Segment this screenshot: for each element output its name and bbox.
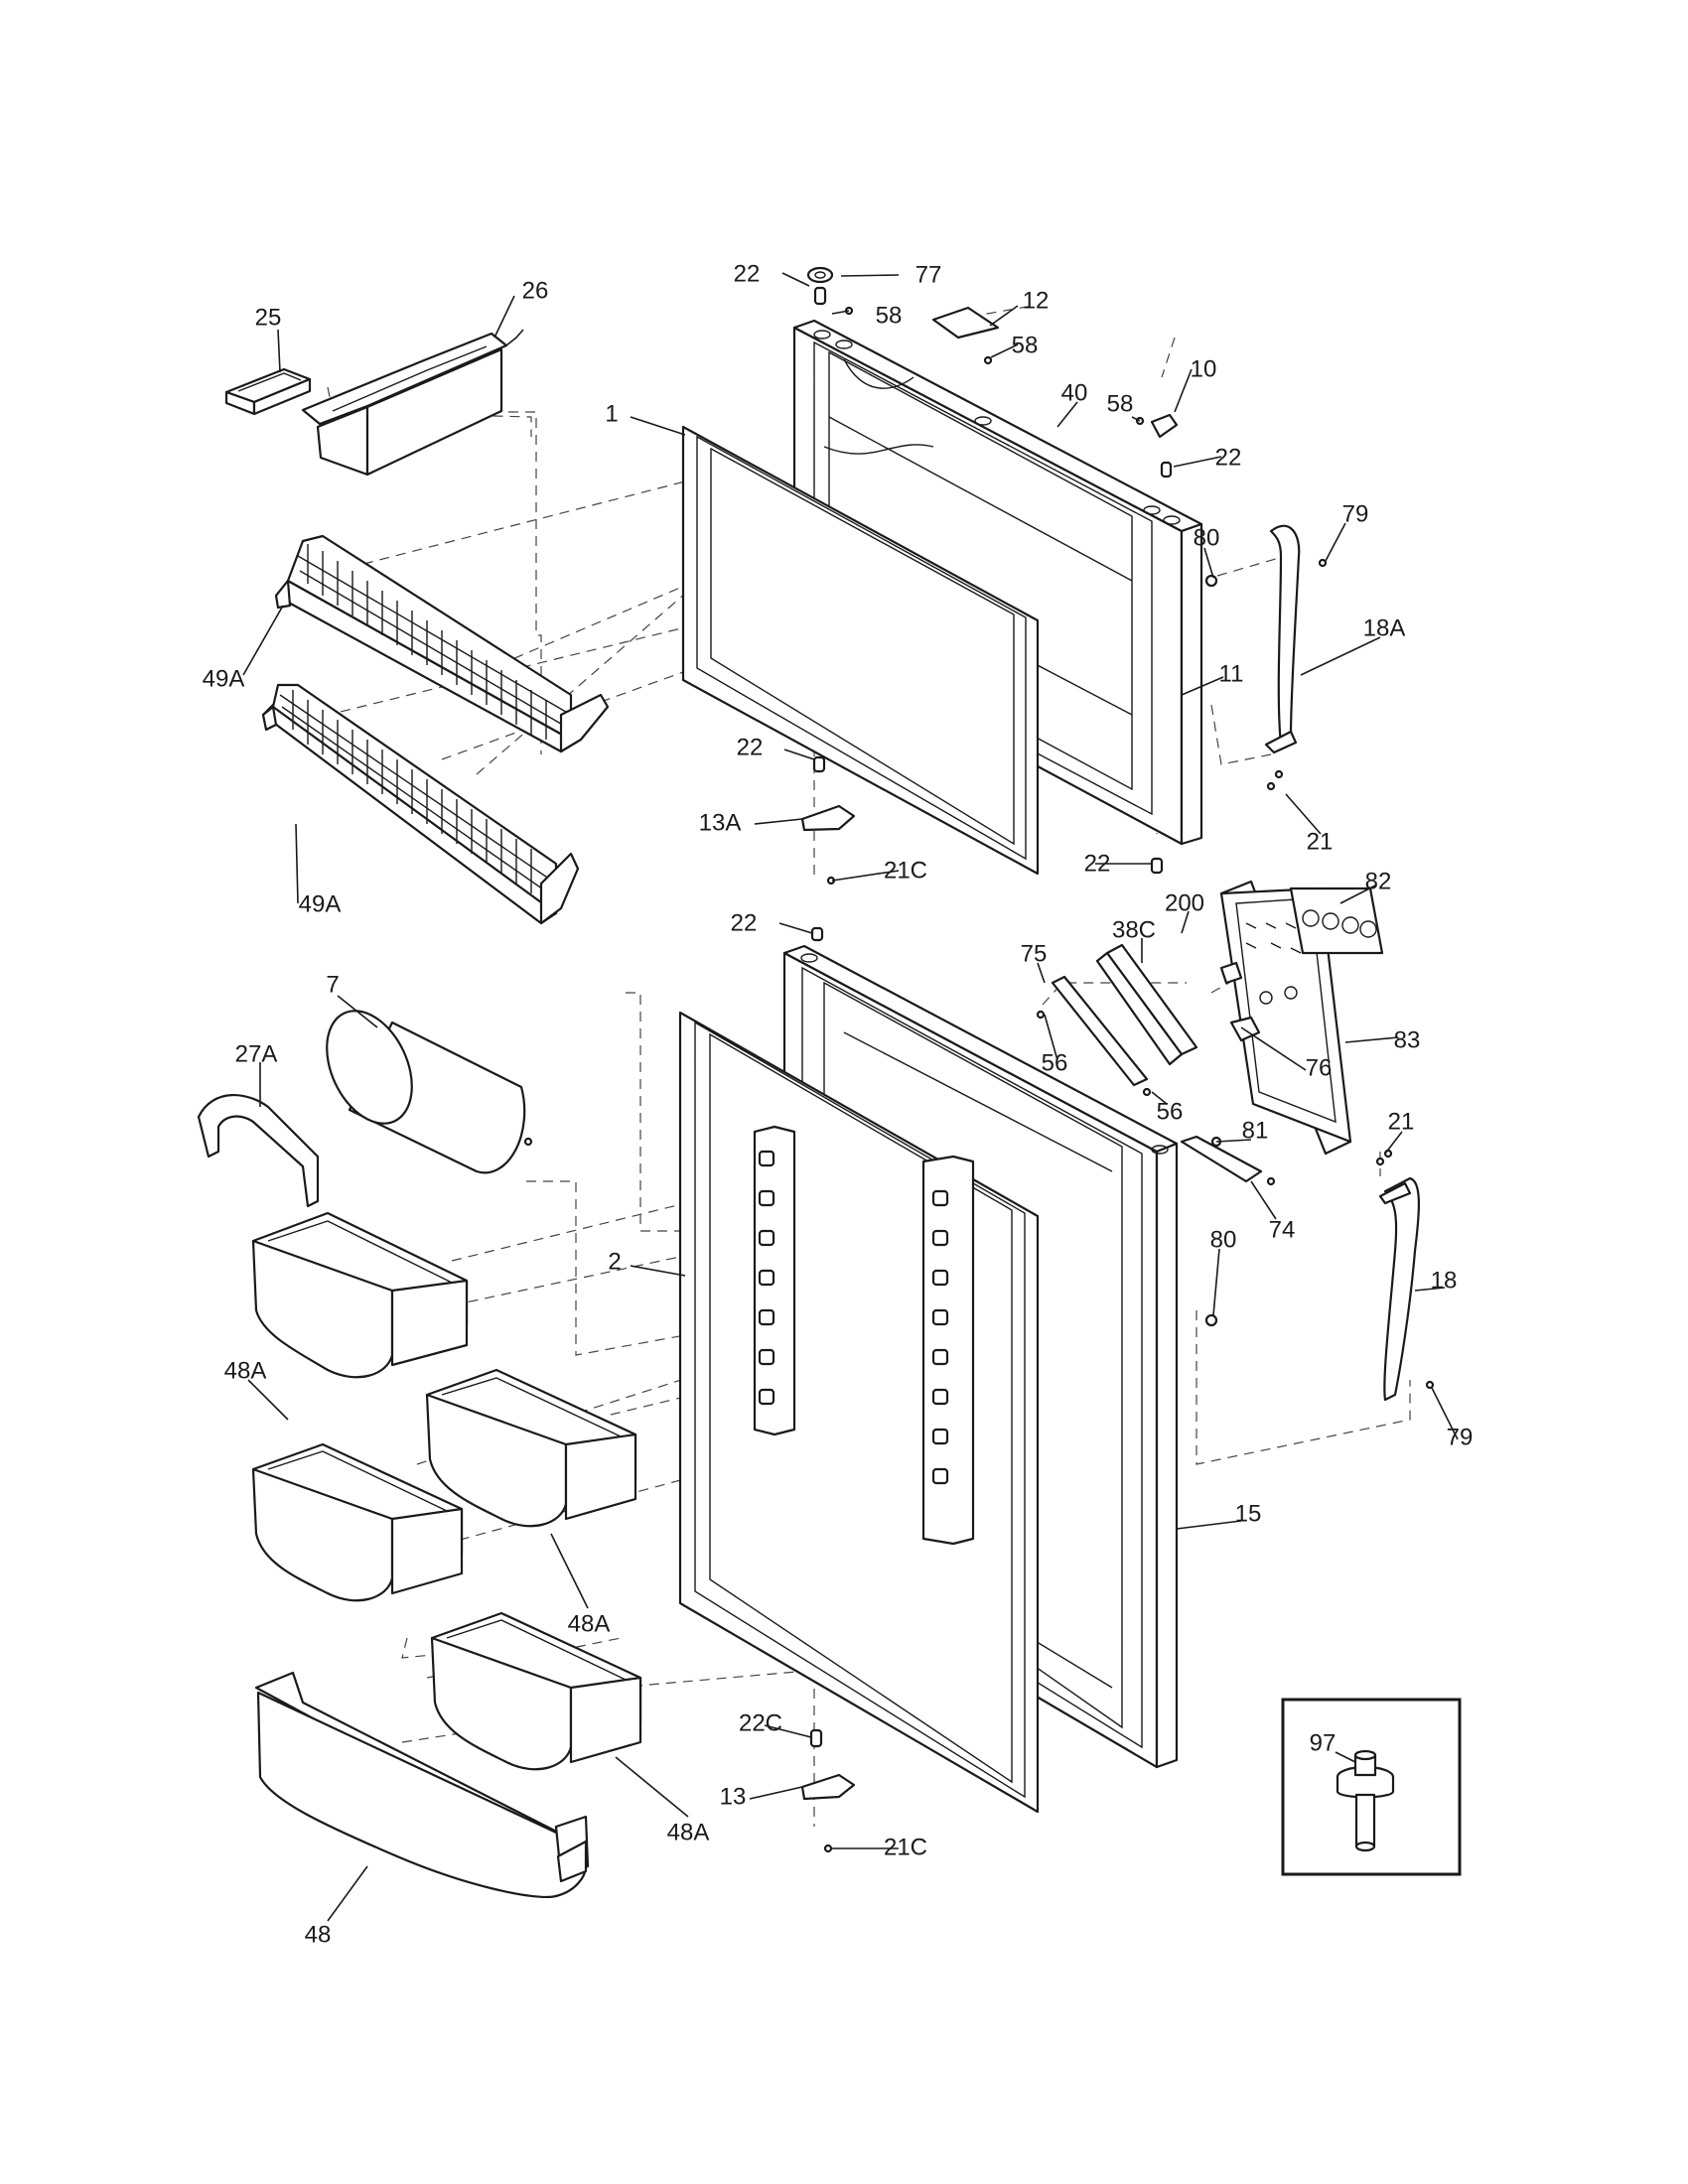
callout-label: 76 bbox=[1306, 1054, 1333, 1081]
part-38c-board bbox=[1095, 943, 1198, 1066]
callout-label: 18A bbox=[1363, 614, 1406, 641]
small-parts-top bbox=[800, 266, 1328, 886]
callout-label: 7 bbox=[326, 971, 339, 998]
callout-label: 21C bbox=[884, 857, 927, 884]
callout-label: 48 bbox=[305, 1921, 332, 1948]
callout-label: 58 bbox=[1107, 390, 1134, 417]
part-26-dairy-bin bbox=[301, 329, 524, 477]
part-82-overlay bbox=[1289, 887, 1384, 955]
part-40-freezer-door bbox=[792, 319, 1203, 846]
callout-label: 56 bbox=[1157, 1098, 1184, 1125]
callout-label: 13A bbox=[699, 809, 742, 836]
callout-label: 82 bbox=[1365, 868, 1392, 894]
callout-label: 22C bbox=[739, 1709, 782, 1736]
callout-label: 80 bbox=[1210, 1226, 1237, 1253]
callout-label: 56 bbox=[1042, 1049, 1068, 1076]
part-18a-upper-handle bbox=[1264, 524, 1301, 791]
part-49a-wire-shelf-upper bbox=[274, 534, 610, 753]
callout-label: 2 bbox=[608, 1248, 621, 1275]
part-75-bracket bbox=[1036, 975, 1152, 1097]
part-76-clip bbox=[1219, 961, 1261, 1042]
callout-label: 48A bbox=[224, 1357, 267, 1384]
callout-label: 22 bbox=[734, 260, 761, 287]
callout-label: 48A bbox=[667, 1819, 710, 1845]
inset-part-97 bbox=[1281, 1698, 1462, 1876]
callout-label: 48A bbox=[568, 1610, 611, 1637]
callout-label: 26 bbox=[522, 277, 549, 304]
part-25-tray bbox=[224, 367, 312, 416]
part-48a-bin-1 bbox=[251, 1211, 469, 1379]
part-48-bin bbox=[254, 1671, 590, 1899]
callout-label: 97 bbox=[1310, 1729, 1336, 1756]
callout-label: 40 bbox=[1061, 379, 1088, 406]
callout-label: 22 bbox=[1215, 444, 1242, 471]
callout-label: 27A bbox=[235, 1040, 278, 1067]
part-18-lower-handle bbox=[1204, 1149, 1435, 1402]
part-48a-bin-2 bbox=[425, 1368, 637, 1528]
part-48a-bin-3 bbox=[251, 1442, 464, 1602]
callout-label: 22 bbox=[737, 734, 764, 760]
part-74-hinge-plate bbox=[1180, 1135, 1276, 1186]
callout-label: 77 bbox=[915, 261, 942, 288]
callout-label: 81 bbox=[1242, 1117, 1269, 1144]
callout-label: 18 bbox=[1431, 1267, 1458, 1294]
callout-label: 74 bbox=[1269, 1216, 1296, 1243]
leader-lines bbox=[242, 272, 1459, 1922]
callout-label: 38C bbox=[1112, 916, 1156, 943]
callout-label: 10 bbox=[1191, 355, 1217, 382]
callout-label: 25 bbox=[255, 304, 282, 331]
callout-label: 200 bbox=[1165, 889, 1204, 916]
door-shelf-rails bbox=[753, 1125, 975, 1546]
callout-label: 79 bbox=[1342, 500, 1369, 527]
part-48a-bin-4 bbox=[430, 1611, 642, 1771]
callout-label: 58 bbox=[1012, 332, 1039, 358]
callout-label: 49A bbox=[203, 665, 245, 692]
callout-label: 21 bbox=[1388, 1108, 1415, 1135]
part-1-freezer-gasket bbox=[681, 425, 1040, 876]
callout-label: 79 bbox=[1447, 1424, 1474, 1450]
callout-label: 11 bbox=[1219, 660, 1244, 687]
callout-label: 1 bbox=[605, 400, 618, 427]
callout-label: 49A bbox=[299, 890, 342, 917]
part-7-cylinder bbox=[326, 1010, 533, 1174]
callout-label: 21C bbox=[884, 1834, 927, 1860]
callout-label: 83 bbox=[1394, 1026, 1421, 1053]
callout-label: 58 bbox=[876, 302, 903, 329]
callout-label: 75 bbox=[1021, 940, 1048, 967]
callout-label: 22 bbox=[1084, 850, 1111, 877]
part-49a-wire-shelf-lower bbox=[261, 683, 580, 925]
part-27a-bracket bbox=[197, 1094, 320, 1208]
callout-label: 80 bbox=[1194, 524, 1220, 551]
lower-hinge-parts bbox=[800, 926, 856, 1853]
callout-label: 21 bbox=[1307, 828, 1334, 855]
callout-label: 15 bbox=[1235, 1500, 1262, 1527]
callout-label: 13 bbox=[720, 1783, 747, 1810]
callout-label: 12 bbox=[1023, 287, 1050, 314]
callout-label: 22 bbox=[731, 909, 758, 936]
